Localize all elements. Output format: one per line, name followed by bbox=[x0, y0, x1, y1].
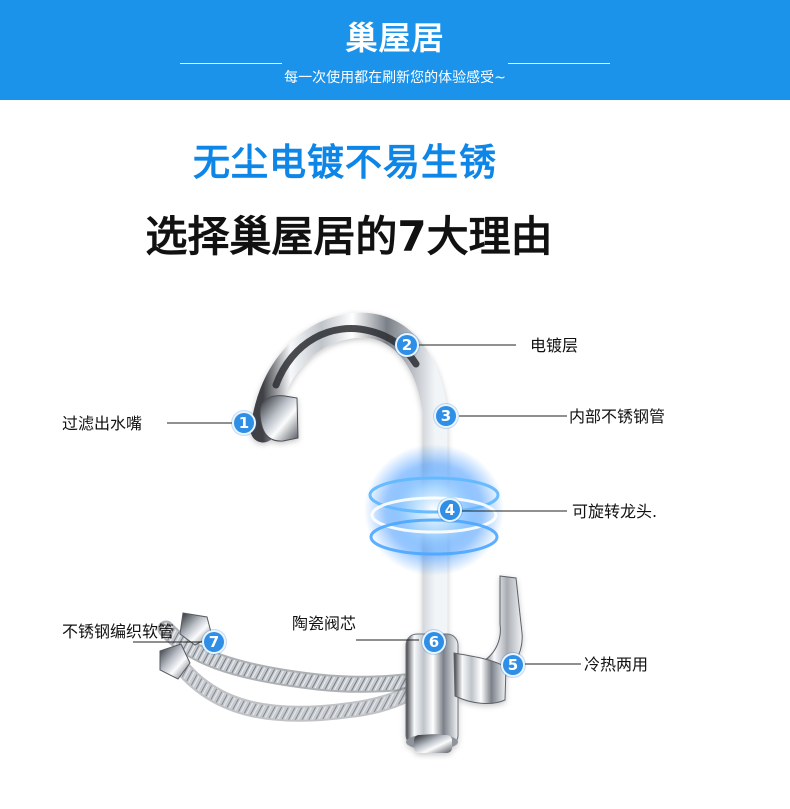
callout-label-hot-cold: 冷热两用 bbox=[584, 655, 649, 674]
reasons-headline: 选择巢屋居的7大理由 bbox=[145, 211, 553, 261]
faucet-spout-tip bbox=[259, 395, 299, 442]
callout-label-rotatable-faucet: 可旋转龙头. bbox=[572, 502, 658, 521]
header-rule-left bbox=[180, 63, 282, 64]
callout-marker-4: 4 bbox=[438, 498, 462, 522]
callout-marker-2: 2 bbox=[395, 333, 419, 357]
braided-hose-group bbox=[157, 612, 414, 722]
faucet-handle-base bbox=[453, 652, 507, 704]
callout-marker-7: 7 bbox=[202, 630, 226, 654]
callout-label-inner-steel-pipe: 内部不锈钢管 bbox=[569, 407, 666, 426]
callout-marker-5: 5 bbox=[501, 653, 525, 677]
brand-subtitle: 每一次使用都在刷新您的体验感受~ bbox=[284, 70, 506, 86]
brand-header: 巢屋居 每一次使用都在刷新您的体验感受~ bbox=[0, 0, 790, 100]
faucet-base-stem bbox=[414, 735, 452, 753]
feature-headline: 无尘电镀不易生锈 bbox=[193, 140, 497, 184]
blue-glow bbox=[364, 444, 504, 576]
callout-lines bbox=[133, 344, 581, 665]
header-rule-right bbox=[508, 63, 610, 64]
rotation-highlight bbox=[364, 444, 504, 576]
brand-title: 巢屋居 bbox=[345, 19, 445, 57]
braided-hose-lower-texture bbox=[168, 651, 411, 720]
callout-marker-6: 6 bbox=[422, 630, 446, 654]
hose-fitting-lower bbox=[159, 643, 191, 680]
rotation-ring-2 bbox=[370, 496, 498, 534]
callout-marker-1: 1 bbox=[232, 411, 256, 435]
rotation-ring-3 bbox=[369, 518, 499, 556]
callout-label-plating-layer: 电镀层 bbox=[530, 336, 579, 355]
braided-hose-upper-texture bbox=[159, 622, 412, 691]
rotation-ring-1 bbox=[368, 476, 500, 514]
callout-label-braided-hose: 不锈钢编织软管 bbox=[62, 622, 175, 641]
callout-label-ceramic-valve: 陶瓷阀芯 bbox=[292, 614, 357, 633]
faucet-feature-illustration bbox=[133, 312, 581, 753]
callout-marker-3: 3 bbox=[434, 404, 458, 428]
callout-label-filter-spout: 过滤出水嘴 bbox=[62, 414, 143, 433]
